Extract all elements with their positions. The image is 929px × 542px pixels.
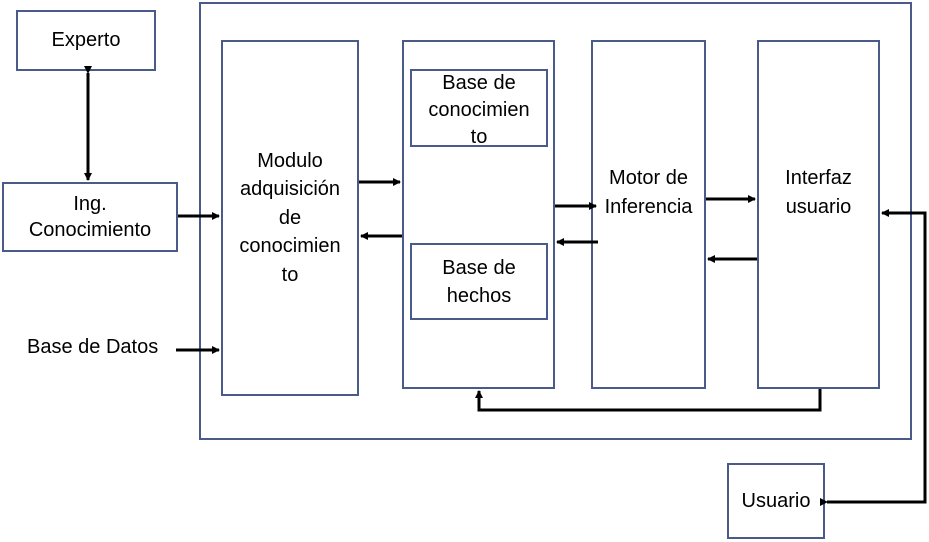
- base-datos-label: Base de Datos: [27, 336, 159, 358]
- modulo-label-2: adquisición: [239, 178, 341, 201]
- base-conocimiento-label-1: Base de: [442, 72, 516, 94]
- interfaz-label-1: Interfaz: [785, 167, 852, 190]
- base-hechos-label-2: hechos: [446, 284, 512, 307]
- ing-conocimiento-box: Ing. Conocimiento: [2, 182, 178, 252]
- ing-conocimiento-label-1: Ing.: [73, 193, 107, 215]
- base-conocimiento-label-3: to: [470, 126, 488, 148]
- experto-box: Experto: [16, 10, 156, 71]
- base-conocimiento-label-2: conocimien: [428, 99, 530, 121]
- modulo-label-1: Modulo: [257, 150, 323, 173]
- modulo-label-4: conocimien: [239, 235, 341, 258]
- arrow-interfaz-kb-loop: [475, 389, 822, 412]
- motor-inferencia-box: Motor de Inferencia: [591, 40, 706, 389]
- base-conocimiento-box: Base de conocimien to: [410, 69, 548, 148]
- base-hechos-label-1: Base de: [442, 256, 516, 279]
- motor-label-1: Motor de: [609, 167, 688, 190]
- motor-label-2: Inferencia: [604, 195, 693, 218]
- modulo-adquisicion-box: Modulo adquisición de conocimien to: [221, 40, 359, 396]
- ing-conocimiento-label-2: Conocimiento: [28, 219, 152, 241]
- base-hechos-box: Base de hechos: [410, 243, 548, 320]
- experto-label: Experto: [51, 29, 121, 52]
- arrow-usuario-interfaz: [820, 209, 927, 506]
- modulo-label-3: de: [278, 206, 302, 229]
- modulo-label-5: to: [281, 263, 299, 286]
- usuario-label: Usuario: [741, 489, 811, 512]
